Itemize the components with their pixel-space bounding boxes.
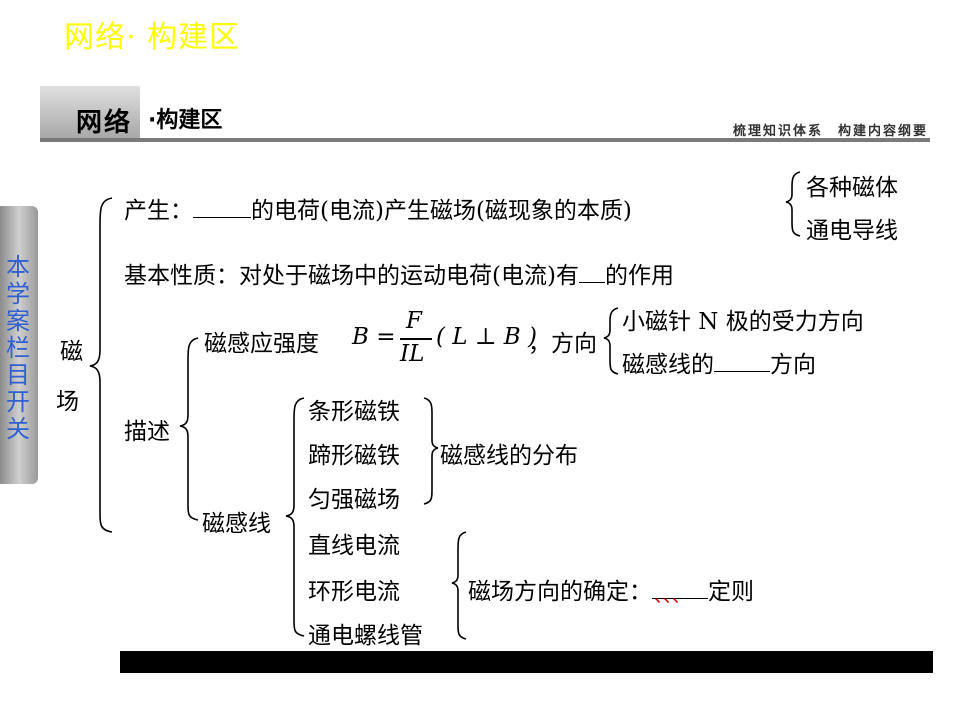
- produce-blank[interactable]: [193, 197, 251, 218]
- formula-condition: ( L ⊥ B ): [436, 324, 537, 350]
- direction-blank[interactable]: [714, 351, 770, 372]
- current-item-3: 通电螺线管: [308, 623, 423, 649]
- property-blank[interactable]: [578, 262, 605, 283]
- describe-label: 描述: [124, 419, 170, 445]
- direction-option-1: 小磁针 N 极的受力方向: [622, 309, 864, 335]
- root-char-2: 场: [56, 389, 79, 415]
- formula-fraction-bar: [400, 338, 432, 340]
- direction-label: ，方向: [528, 331, 597, 357]
- header-left-block: [40, 86, 140, 138]
- induction-label: 磁感应强度: [204, 331, 319, 357]
- formula-numerator: F: [406, 308, 422, 334]
- rule-blank[interactable]: 、、、: [652, 578, 708, 607]
- rule-red-marks: 、、、: [654, 586, 690, 607]
- magnets-brace: [423, 397, 439, 505]
- produce-label: 产生：: [124, 198, 193, 224]
- currents-brace: [451, 531, 467, 640]
- top-title: 网络· 构建区: [64, 20, 241, 55]
- magnets-result: 磁感线的分布: [440, 443, 578, 469]
- produce-row: 产生： 的电荷(电流)产生磁场(磁现象的本质): [124, 191, 632, 225]
- header-bar: 网络 ·构建区 梳理知识体系 构建内容纲要: [40, 86, 930, 142]
- magnet-item-1: 条形磁铁: [308, 399, 400, 425]
- property-label: 基本性质：对处于磁场中的运动电荷(电流)有: [124, 263, 579, 289]
- direction-option-2: 磁感线的 方向: [622, 345, 816, 379]
- current-item-1: 直线电流: [308, 533, 400, 559]
- formula-lhs: B =: [352, 324, 396, 350]
- side-tab-label: 本学案栏目开关: [6, 253, 30, 443]
- root-char-1: 磁: [60, 339, 83, 365]
- current-item-2: 环形电流: [308, 579, 400, 605]
- header-left-label: 网络: [76, 108, 133, 138]
- property-row: 基本性质：对处于磁场中的运动电荷(电流)有的作用: [124, 256, 674, 290]
- formula-denominator: IL: [400, 341, 425, 367]
- header-subtitle: 梳理知识体系 构建内容纲要: [732, 124, 928, 139]
- produce-brace: [785, 171, 801, 237]
- produce-text: 的电荷(电流)产生磁场(磁现象的本质): [251, 198, 632, 224]
- field-lines-label: 磁感线: [202, 511, 271, 537]
- field-lines-brace: [285, 397, 305, 637]
- magnet-item-3: 匀强磁场: [308, 487, 400, 513]
- header-right-label: ·构建区: [148, 108, 223, 133]
- bottom-bar: [120, 651, 933, 673]
- root-brace: [89, 197, 113, 533]
- produce-option-2: 通电导线: [806, 218, 898, 244]
- direction-option-2-suffix: 方向: [770, 352, 816, 378]
- currents-result-label: 磁场方向的确定：: [468, 579, 652, 605]
- rule-suffix: 定则: [708, 579, 754, 605]
- header-rule: [40, 138, 930, 142]
- direction-brace: [603, 307, 619, 375]
- produce-option-1: 各种磁体: [806, 175, 898, 201]
- direction-option-2-prefix: 磁感线的: [622, 352, 714, 378]
- currents-result: 磁场方向的确定：、、、定则: [468, 572, 754, 607]
- magnet-item-2: 蹄形磁铁: [308, 443, 400, 469]
- side-tab-toggle[interactable]: 本学案栏目开关: [0, 206, 38, 484]
- property-suffix: 的作用: [604, 263, 674, 289]
- describe-brace: [179, 337, 199, 521]
